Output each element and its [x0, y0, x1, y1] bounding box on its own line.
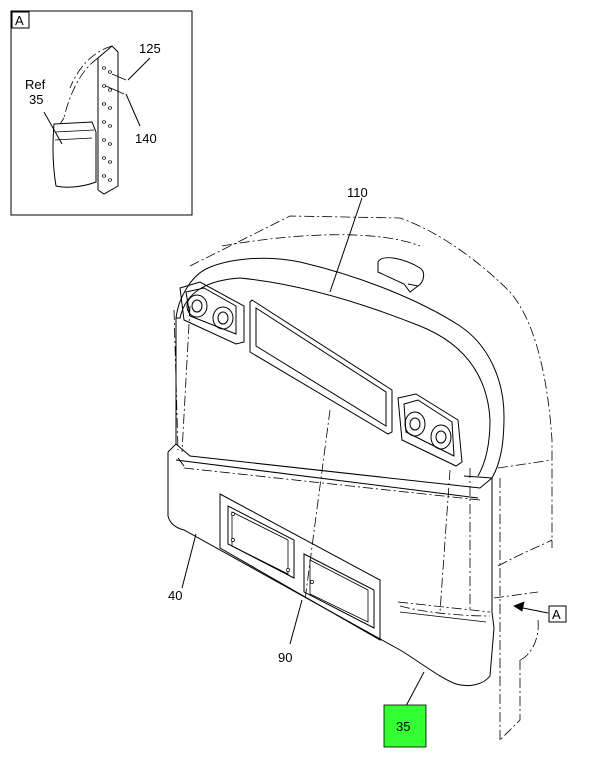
- lower-panel: [167, 443, 495, 687]
- leader-125: [127, 57, 151, 81]
- license-plate-panel: [219, 493, 381, 641]
- leader-35: [405, 671, 425, 707]
- callout-125: 125: [139, 41, 161, 56]
- leader-40: [181, 533, 197, 589]
- highlighted-callout-35[interactable]: 35: [383, 704, 427, 748]
- leader-140: [125, 93, 141, 127]
- right-headlamp: [397, 393, 463, 467]
- callout-35[interactable]: 35: [396, 719, 410, 734]
- grille-top-cap: [175, 257, 505, 479]
- detail-tag-box: [11, 11, 30, 29]
- leader-110: [329, 197, 363, 293]
- bracket-plate: [63, 45, 119, 195]
- highlight-box[interactable]: [383, 704, 427, 748]
- fastener-125: [111, 73, 127, 81]
- panel-part-ref-35: [52, 117, 97, 188]
- callout-140: 140: [135, 131, 157, 146]
- fastener-140: [105, 85, 125, 95]
- callout-40: 40: [168, 588, 182, 603]
- view-marker-label: A: [552, 607, 561, 622]
- hood-assembly: A 110 40 90 35: [167, 185, 567, 748]
- detail-view-a: A: [10, 10, 193, 216]
- detail-tag-label: A: [15, 13, 24, 28]
- view-a-marker: A: [513, 601, 567, 623]
- callout-90: 90: [278, 650, 292, 665]
- callout-ref-number: 35: [29, 92, 43, 107]
- detail-frame: [10, 10, 193, 216]
- emblem-recess: [249, 299, 393, 435]
- leader-90: [289, 599, 303, 645]
- mounting-holes: [102, 66, 112, 182]
- leader-ref-35: [43, 111, 63, 145]
- left-headlamp: [179, 281, 245, 345]
- callout-ref-label: Ref: [25, 77, 46, 92]
- callout-110: 110: [347, 185, 368, 200]
- hood-body-phantom: [173, 215, 553, 741]
